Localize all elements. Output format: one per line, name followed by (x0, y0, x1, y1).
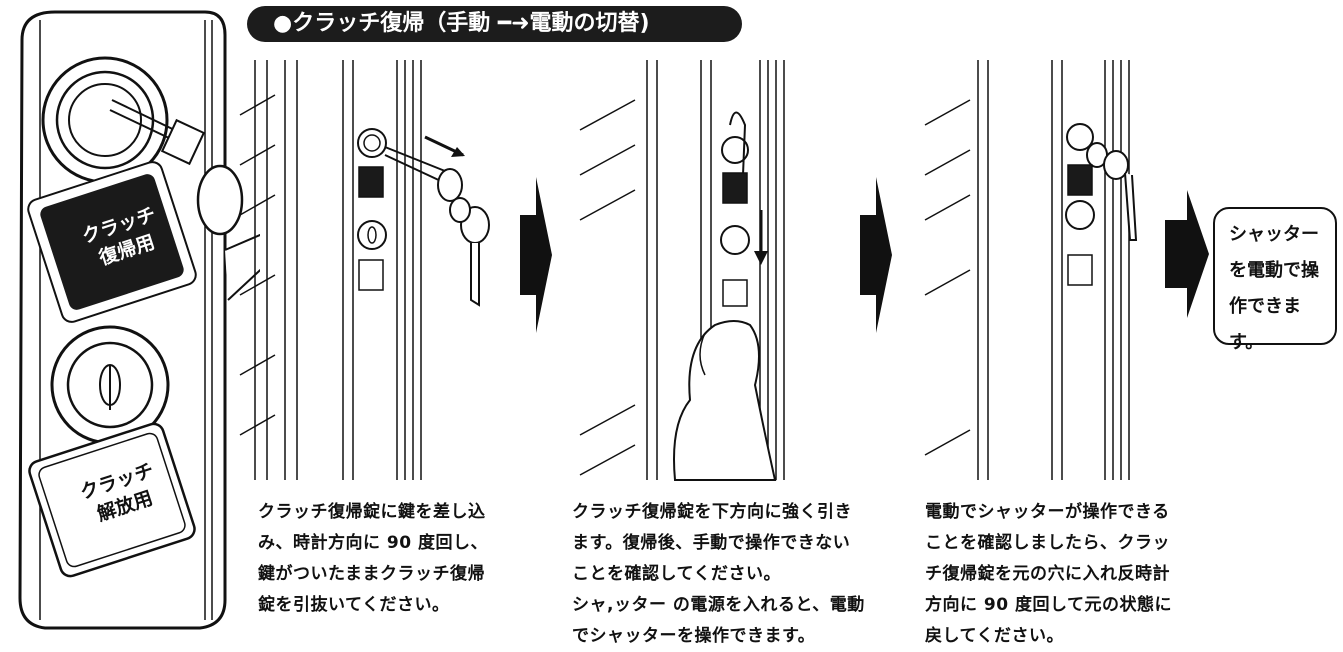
step2-caption: クラッチ復帰錠を下方向に強く引き ます。復帰後、手動で操作できない ことを確認し… (572, 502, 865, 646)
step1-caption: クラッチ復帰錠に鍵を差し込 み、時計方向に 90 度回し、 鍵がついたままクラッ… (258, 502, 488, 615)
arrow-right-icon (520, 177, 552, 333)
closeup-illustration (18, 10, 260, 630)
step1-illustration (239, 60, 490, 480)
page-title: ●クラッチ復帰（手動 ━➜電動の切替) (247, 6, 742, 42)
arrow-right-icon (860, 177, 892, 333)
step2-illustration (579, 60, 785, 481)
result-box: シャッター を電動で操 作できます。 (1213, 207, 1337, 353)
step3-caption: 電動でシャッターが操作できる ことを確認しましたら、クラッ チ復帰錠を元の穴に入… (925, 502, 1172, 646)
arrow-right-icon (1165, 190, 1209, 318)
step3-illustration (924, 60, 1138, 480)
